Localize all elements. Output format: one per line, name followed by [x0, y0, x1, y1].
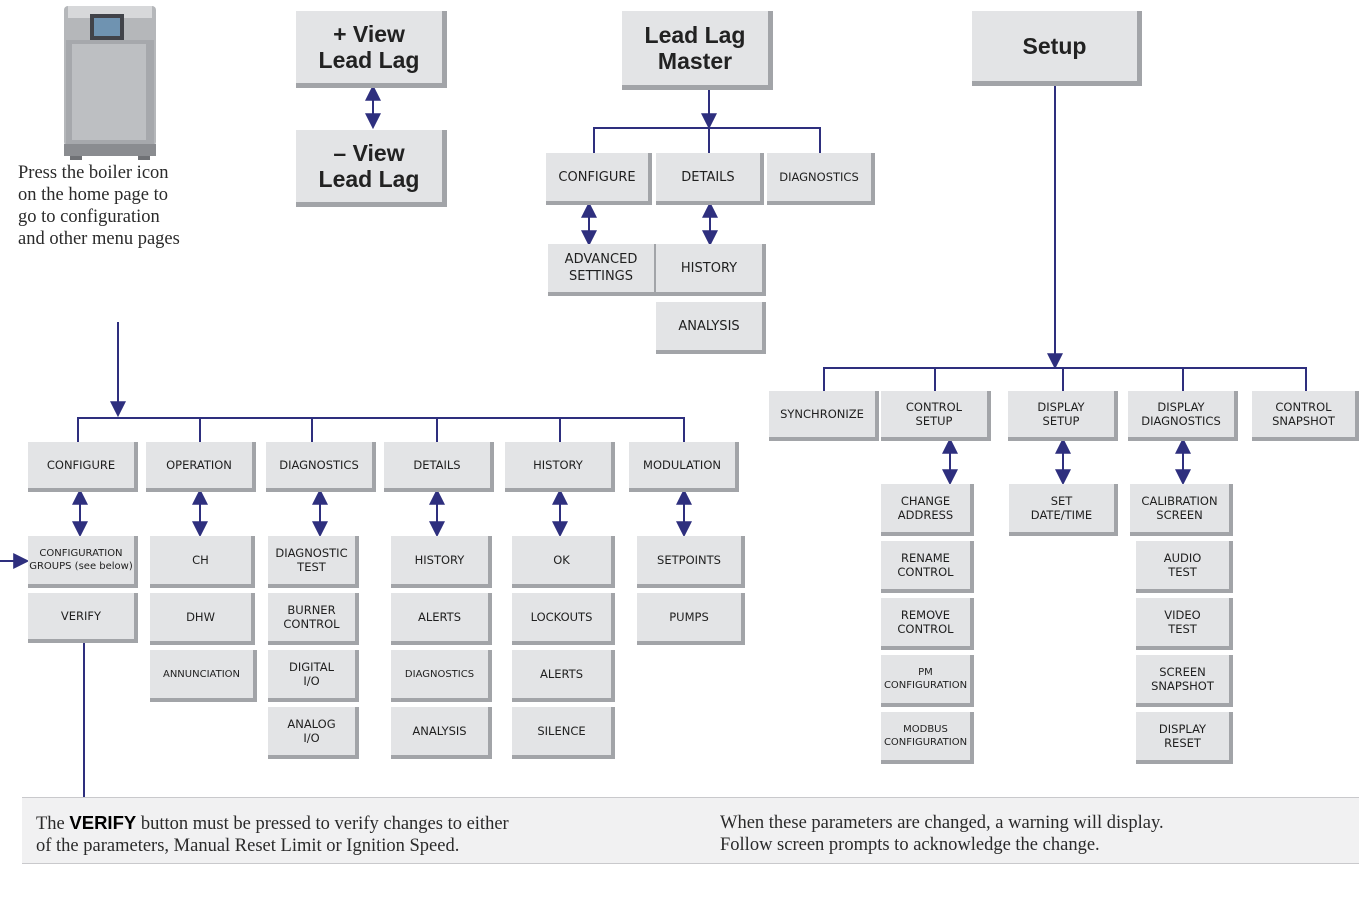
control-snapshot-button[interactable]: CONTROL SNAPSHOT [1252, 391, 1359, 441]
control-setup-button[interactable]: CONTROL SETUP [881, 391, 991, 441]
modbus-configuration-button[interactable]: MODBUS CONFIGURATION [881, 712, 974, 764]
history-alerts-button[interactable]: ALERTS [512, 650, 615, 702]
screen-snapshot-button[interactable]: SCREEN SNAPSHOT [1136, 655, 1233, 707]
change-address-button[interactable]: CHANGE ADDRESS [881, 484, 974, 536]
analog-io-button[interactable]: ANALOG I/O [268, 707, 359, 759]
verify-note-text: button must be pressed to verify changes… [36, 814, 509, 856]
configure-button[interactable]: CONFIGURE [28, 442, 138, 492]
verify-note-right: When these parameters are changed, a war… [720, 813, 1164, 855]
advanced-settings-button[interactable]: ADVANCED SETTINGS [548, 244, 658, 296]
history-lockouts-button[interactable]: LOCKOUTS [512, 593, 615, 645]
remove-control-button[interactable]: REMOVE CONTROL [881, 598, 974, 650]
verify-note-bar: The VERIFY button must be pressed to ver… [22, 797, 1359, 864]
display-reset-button[interactable]: DISPLAY RESET [1136, 712, 1233, 764]
set-date-time-button[interactable]: SET DATE/TIME [1009, 484, 1118, 536]
details-alerts-button[interactable]: ALERTS [391, 593, 492, 645]
view-lead-lag-plus-button[interactable]: + View Lead Lag [296, 11, 447, 88]
lead-lag-details-button[interactable]: DETAILS [656, 153, 764, 205]
configuration-groups-button[interactable]: CONFIGURATION GROUPS (see below) [28, 536, 138, 588]
lead-lag-configure-button[interactable]: CONFIGURE [546, 153, 652, 205]
verify-note-prefix: The [36, 814, 70, 834]
annunciation-button[interactable]: ANNUNCIATION [150, 650, 257, 702]
boiler-icon[interactable] [64, 6, 156, 160]
ch-button[interactable]: CH [150, 536, 255, 588]
history-silence-button[interactable]: SILENCE [512, 707, 615, 759]
lead-lag-history-button[interactable]: HISTORY [656, 244, 766, 296]
modulation-button[interactable]: MODULATION [629, 442, 739, 492]
pm-configuration-button[interactable]: PM CONFIGURATION [881, 655, 974, 707]
lead-lag-analysis-button[interactable]: ANALYSIS [656, 302, 766, 354]
display-setup-button[interactable]: DISPLAY SETUP [1008, 391, 1118, 441]
digital-io-button[interactable]: DIGITAL I/O [268, 650, 359, 702]
verify-note-keyword: VERIFY [69, 812, 137, 833]
rename-control-button[interactable]: RENAME CONTROL [881, 541, 974, 593]
setpoints-button[interactable]: SETPOINTS [637, 536, 745, 588]
pumps-button[interactable]: PUMPS [637, 593, 745, 645]
details-button[interactable]: DETAILS [384, 442, 494, 492]
verify-note-left: The VERIFY button must be pressed to ver… [36, 812, 696, 857]
burner-control-button[interactable]: BURNER CONTROL [268, 593, 359, 645]
setup-button[interactable]: Setup [972, 11, 1142, 86]
boiler-icon-caption: Press the boiler icon on the home page t… [18, 163, 180, 249]
details-history-button[interactable]: HISTORY [391, 536, 492, 588]
verify-button[interactable]: VERIFY [28, 593, 138, 643]
calibration-screen-button[interactable]: CALIBRATION SCREEN [1130, 484, 1233, 536]
history-ok-button[interactable]: OK [512, 536, 615, 588]
diagnostics-button[interactable]: DIAGNOSTICS [266, 442, 376, 492]
operation-button[interactable]: OPERATION [146, 442, 256, 492]
details-diagnostics-button[interactable]: DIAGNOSTICS [391, 650, 492, 702]
synchronize-button[interactable]: SYNCHRONIZE [769, 391, 879, 441]
dhw-button[interactable]: DHW [150, 593, 255, 645]
audio-test-button[interactable]: AUDIO TEST [1136, 541, 1233, 593]
lead-lag-master-button[interactable]: Lead Lag Master [622, 11, 773, 90]
lead-lag-diagnostics-button[interactable]: DIAGNOSTICS [767, 153, 875, 205]
video-test-button[interactable]: VIDEO TEST [1136, 598, 1233, 650]
diagnostic-test-button[interactable]: DIAGNOSTIC TEST [268, 536, 359, 588]
history-button[interactable]: HISTORY [505, 442, 615, 492]
details-analysis-button[interactable]: ANALYSIS [391, 707, 492, 759]
display-diagnostics-button[interactable]: DISPLAY DIAGNOSTICS [1128, 391, 1238, 441]
view-lead-lag-minus-button[interactable]: – View Lead Lag [296, 130, 447, 207]
